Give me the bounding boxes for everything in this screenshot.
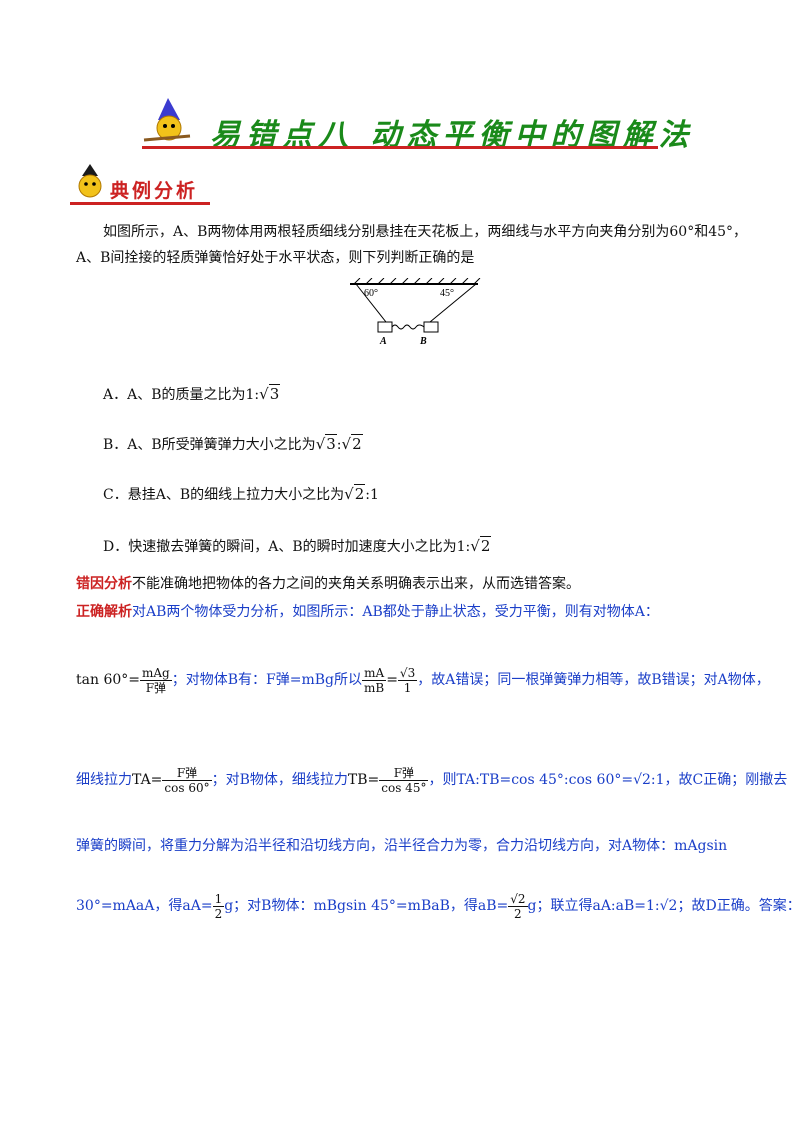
label-b: B — [419, 336, 427, 347]
analysis-line-4: 弹簧的瞬间，将重力分解为沿半径和沿切线方向，沿半径合力为零，合力沿切线方向，对A… — [76, 838, 728, 854]
block-b — [423, 321, 439, 333]
analysis-line-1: 正确解析对AB两个物体受力分析，如图所示：AB都处于静止状态，受力平衡，则有对物… — [76, 604, 659, 620]
analysis-label: 正确解析 — [76, 604, 132, 620]
spring — [391, 324, 425, 330]
angle-left-label: 60° — [364, 288, 378, 299]
error-cause-label: 错因分析 — [76, 576, 132, 592]
angle-right-label: 45° — [440, 288, 454, 299]
question-line-2: A、B间拴接的轻质弹簧恰好处于水平状态，则下列判断正确的是 — [76, 250, 475, 266]
section-divider — [70, 202, 210, 205]
option-d: D．快速撤去弹簧的瞬间，A、B的瞬时加速度大小之比为1:√2 — [103, 536, 492, 555]
string-a — [355, 283, 387, 323]
error-cause: 错因分析不能准确地把物体的各力之间的夹角关系明确表示出来，从而选错答案。 — [76, 576, 580, 592]
question-line-1: 如图所示，A、B两物体用两根轻质细线分别悬挂在天花板上，两细线与水平方向夹角分别… — [103, 224, 748, 240]
option-c: C．悬挂A、B的细线上拉力大小之比为√2:1 — [103, 484, 379, 503]
section-heading: 典例分析 — [110, 180, 199, 202]
option-b: B．A、B所受弹簧弹力大小之比为√3:√2 — [103, 434, 363, 453]
physics-figure: 60° 45° A B — [350, 278, 481, 347]
title-divider — [142, 146, 658, 149]
option-a: A．A、B的质量之比为1:√3 — [103, 384, 281, 403]
wizard-mascot-icon — [143, 98, 191, 142]
label-a: A — [379, 336, 387, 347]
block-a — [377, 321, 393, 333]
string-b — [429, 283, 477, 323]
mascot-icon — [78, 164, 102, 198]
